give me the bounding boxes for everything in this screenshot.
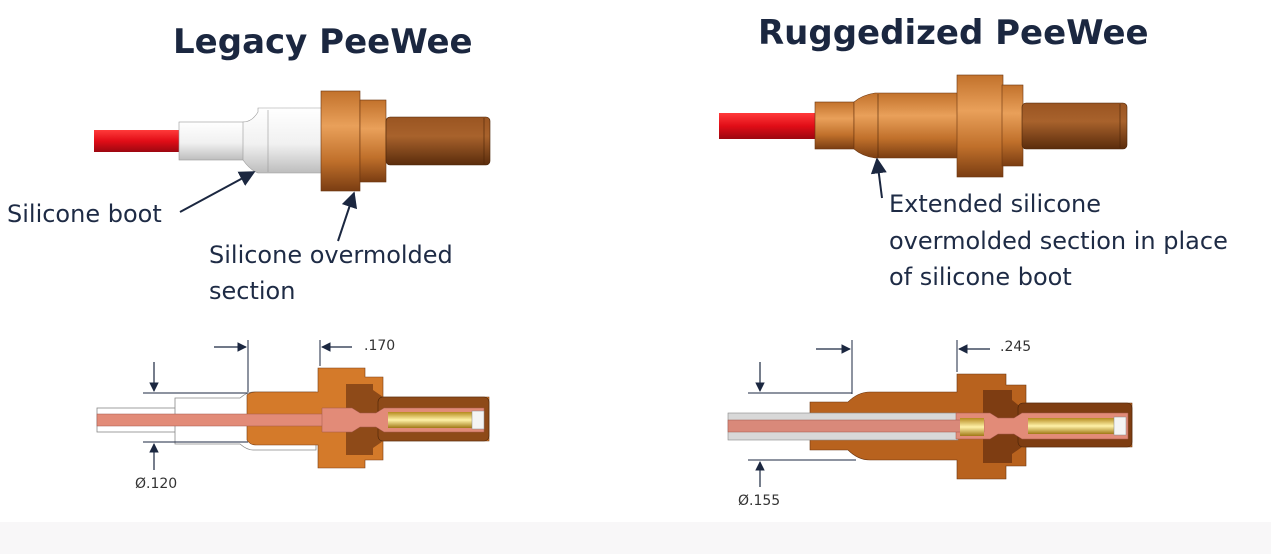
ruggedized-connector-render bbox=[719, 74, 1128, 199]
legacy-title: Legacy PeeWee bbox=[173, 22, 473, 62]
ruggedized-callout-line3: of silicone boot bbox=[889, 263, 1072, 291]
legacy-diameter-dimension: Ø.120 bbox=[135, 476, 178, 492]
ruggedized-cross-section bbox=[727, 340, 1133, 487]
ruggedized-length-dimension: .245 bbox=[1000, 339, 1032, 355]
ruggedized-extended-overmold bbox=[853, 92, 959, 159]
ruggedized-overmold-leader bbox=[870, 157, 887, 199]
ruggedized-callout-line1: Extended silicone bbox=[889, 190, 1101, 218]
ruggedized-pin-housing bbox=[1021, 102, 1128, 150]
legacy-wire bbox=[94, 130, 182, 152]
legacy-connector-render bbox=[94, 90, 491, 242]
legacy-boot-leader bbox=[179, 171, 256, 213]
ruggedized-wire bbox=[719, 113, 819, 139]
legacy-silicone-boot-sleeve bbox=[178, 121, 246, 161]
legacy-overmold-step bbox=[359, 99, 387, 183]
legacy-socket-pin bbox=[388, 412, 472, 428]
legacy-length-dimension: .170 bbox=[364, 338, 396, 354]
legacy-cross-section bbox=[96, 340, 490, 470]
ruggedized-diameter-dimension: Ø.155 bbox=[738, 493, 781, 509]
legacy-silicone-boot-flare bbox=[242, 107, 323, 174]
ruggedized-conductor bbox=[727, 419, 985, 433]
footer-bar bbox=[0, 522, 1271, 554]
legacy-pin-housing bbox=[385, 116, 491, 166]
ruggedized-title: Ruggedized PeeWee bbox=[758, 13, 1149, 53]
ruggedized-callout-line2: overmolded section in place bbox=[889, 227, 1228, 255]
legacy-overmold-callout-line2: section bbox=[209, 277, 296, 305]
ruggedized-socket-pin bbox=[1028, 418, 1114, 434]
legacy-boot-callout: Silicone boot bbox=[7, 200, 162, 228]
legacy-overmold-callout-line1: Silicone overmolded bbox=[209, 241, 453, 269]
legacy-overmold-leader bbox=[337, 191, 358, 242]
legacy-conductor bbox=[96, 413, 338, 427]
legacy-overmold-flange bbox=[320, 90, 361, 192]
